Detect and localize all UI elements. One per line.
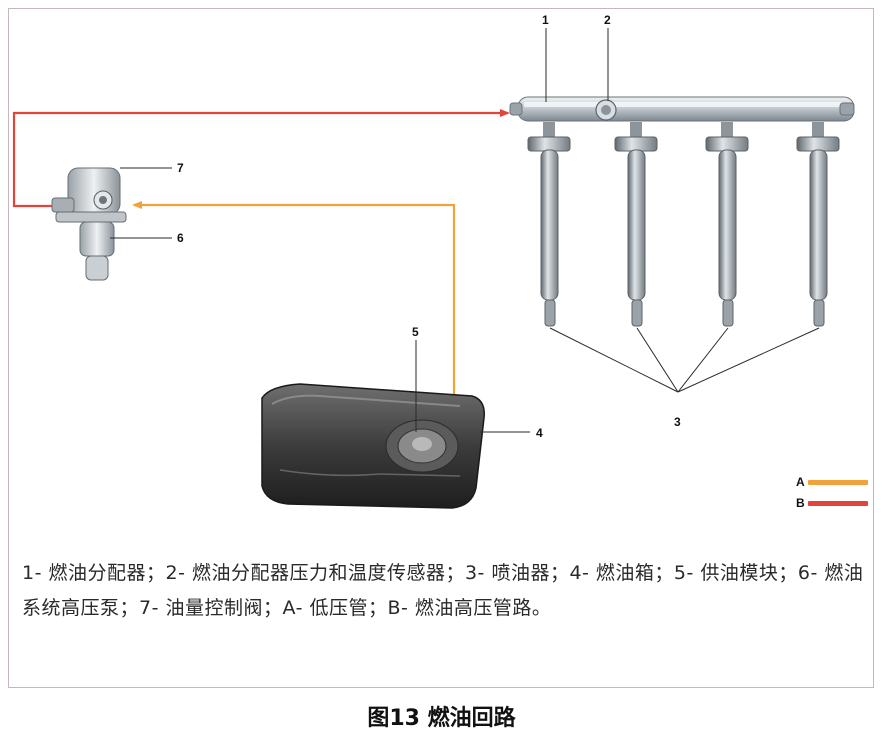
figure-title: 图13 燃油回路 xyxy=(367,706,516,731)
high-pressure-line xyxy=(12,109,510,208)
callout-1: 1 xyxy=(542,13,549,27)
legend-b-label: B xyxy=(796,496,805,510)
legend-a-swatch xyxy=(808,480,868,485)
callout-6: 6 xyxy=(177,231,184,245)
injector-2 xyxy=(614,122,658,327)
callout-2: 2 xyxy=(604,13,611,27)
injector-3 xyxy=(705,122,749,327)
fuel-rail xyxy=(509,96,855,122)
leader-lines xyxy=(110,28,820,433)
legend-b-swatch xyxy=(808,501,868,506)
callout-5: 5 xyxy=(412,325,419,339)
legend: A B xyxy=(796,475,868,510)
figure-caption: 1- 燃油分配器；2- 燃油分配器压力和温度传感器；3- 喷油器；4- 燃油箱；… xyxy=(22,562,864,619)
injector-1 xyxy=(527,122,571,327)
callout-7: 7 xyxy=(177,161,184,175)
injector-4 xyxy=(796,122,840,327)
callout-4: 4 xyxy=(536,426,543,440)
fuel-circuit-diagram: 1 2 3 4 5 6 7 A B xyxy=(12,13,868,510)
fuel-tank xyxy=(261,383,485,509)
high-pressure-pump xyxy=(51,167,127,281)
callout-3: 3 xyxy=(674,415,681,429)
legend-a-label: A xyxy=(796,475,805,489)
